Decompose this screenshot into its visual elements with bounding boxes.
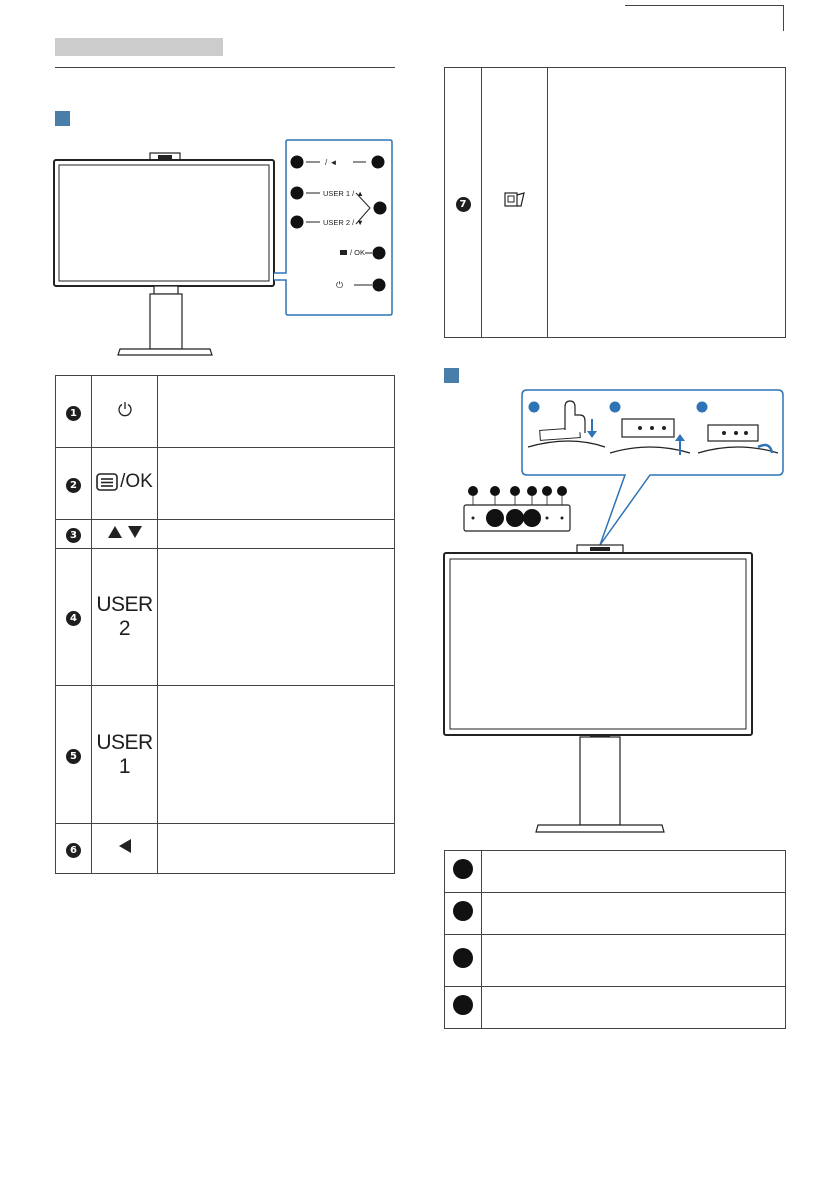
- table-row: 7: [444, 67, 786, 338]
- webcam-tilted: [707, 424, 759, 442]
- row-number: 3: [66, 528, 81, 543]
- stand-neck-top: [153, 285, 179, 295]
- row-number: 5: [66, 748, 81, 764]
- table-row: 1: [55, 375, 395, 448]
- controls-callout-panel: [274, 139, 393, 316]
- table-row: 2 /OK: [55, 447, 395, 520]
- step-dot-1: [528, 401, 540, 413]
- table-row: [444, 934, 786, 987]
- user2-label: USER 2: [96, 593, 153, 640]
- header-rule-left: [55, 67, 395, 68]
- row-description: [157, 823, 395, 874]
- callout-dot: [453, 948, 473, 968]
- controls-table: 1 2 /OK 3: [55, 375, 395, 874]
- label-user2: USER 2 / ▼: [323, 218, 364, 227]
- label-input-back: / ◄: [325, 158, 337, 167]
- table-row: 6: [55, 823, 395, 874]
- callout-text: [481, 986, 786, 1029]
- callout-dot: [453, 859, 473, 879]
- stand-base: [117, 348, 213, 356]
- page-corner-rule: [625, 5, 784, 6]
- down-arrow-icon: [587, 431, 597, 438]
- callout-dot-4: [290, 215, 304, 229]
- row-description: [157, 548, 395, 686]
- stand-column-right: [579, 736, 621, 826]
- callout-text: [481, 850, 786, 893]
- row-description: [157, 447, 395, 520]
- power-icon: [117, 402, 132, 417]
- table-row: [444, 986, 786, 1029]
- callout-dot-5: [290, 186, 304, 200]
- page-corner-mark: [783, 5, 784, 31]
- callout-dot-2: [372, 246, 386, 260]
- stand-column: [149, 293, 183, 350]
- row-number: 4: [66, 611, 81, 626]
- monitor-controls-diagram: / ◄ USER 1 / ▲ USER 2 / ▼ / OK ⏻: [53, 139, 393, 356]
- webcam-raised: [621, 418, 675, 438]
- callout-dot: [453, 901, 473, 921]
- row-number: 6: [66, 842, 81, 858]
- section-marker-webcam: [444, 368, 459, 383]
- section-marker-controls: [55, 111, 70, 126]
- stand-base-right: [535, 824, 665, 833]
- row-description: [157, 519, 395, 549]
- table-row: 4 USER 2: [55, 548, 395, 686]
- callout-dot: [453, 995, 473, 1015]
- monitor-screen: [58, 164, 270, 282]
- callout-dot-3: [373, 201, 387, 215]
- callout-text: [481, 934, 786, 987]
- webcam-callout-table: [444, 850, 786, 1029]
- table-row: 3: [55, 519, 395, 549]
- table-row: [444, 850, 786, 893]
- row-description: [547, 67, 786, 338]
- finger-icon: [564, 400, 586, 433]
- webcam-lens: [158, 155, 172, 159]
- input-source-icon: [503, 192, 525, 207]
- menu-icon: [96, 473, 118, 491]
- row-description: [157, 685, 395, 824]
- monitor-screen-right: [449, 558, 747, 730]
- rotate-arrow-icon: [757, 443, 774, 454]
- row-number: 1: [66, 405, 81, 421]
- webcam-diagram: [443, 389, 784, 833]
- callout-dot-1: [372, 278, 386, 292]
- up-arrow-icon: [675, 434, 685, 441]
- menu-mini-icon: [340, 250, 347, 255]
- user1-label: USER 1: [96, 730, 153, 778]
- callout-dot-7: [290, 155, 304, 169]
- callout-dot-6: [371, 155, 385, 169]
- table-row: [444, 892, 786, 935]
- label-power: ⏻: [336, 280, 343, 290]
- row-number: 7: [455, 196, 471, 212]
- table-row: 5 USER 1: [55, 685, 395, 824]
- label-menu-ok: / OK: [350, 248, 365, 257]
- control-7-table: 7: [444, 67, 786, 338]
- step-dot-2: [609, 401, 621, 413]
- step-dot-3: [696, 401, 708, 413]
- section-header-tab: [55, 38, 223, 56]
- ok-label: /OK: [120, 471, 153, 492]
- label-user1: USER 1 / ▲: [323, 189, 364, 198]
- callout-text: [481, 892, 786, 935]
- up-down-arrows-icon: [107, 525, 142, 538]
- row-description: [157, 375, 395, 448]
- left-arrow-icon: [118, 839, 131, 853]
- row-number: 2: [66, 477, 81, 493]
